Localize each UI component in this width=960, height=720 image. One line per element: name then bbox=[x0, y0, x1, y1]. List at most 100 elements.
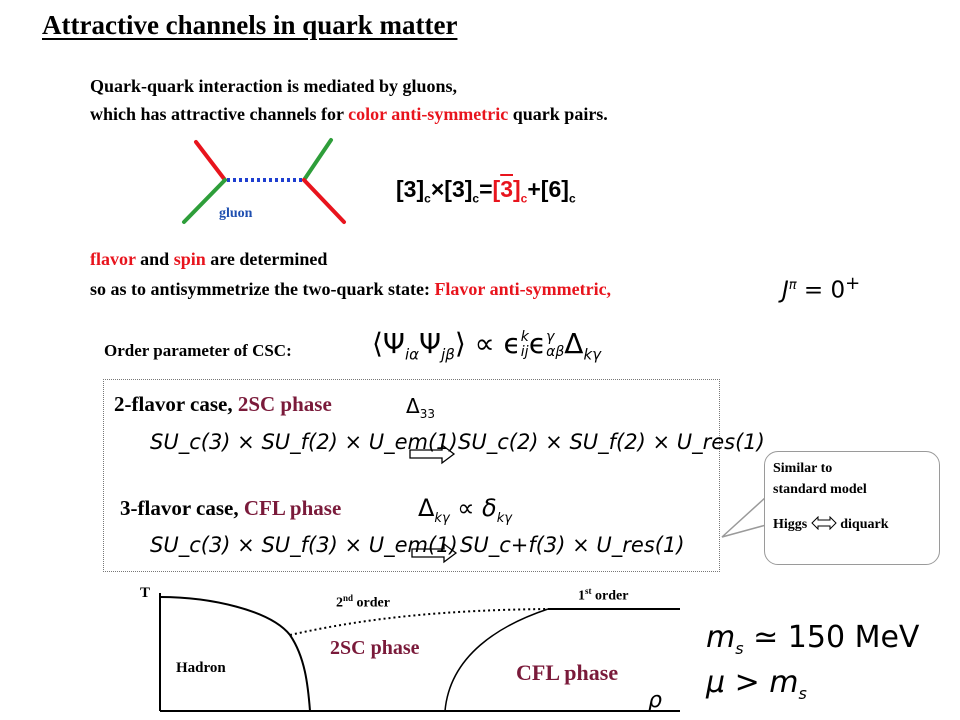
two-flavor-phase: 2SC phase bbox=[237, 392, 332, 416]
intro-line-2-highlight: color anti-symmetric bbox=[348, 104, 509, 124]
flavor-word: flavor bbox=[90, 249, 136, 269]
times-sign: × bbox=[430, 176, 445, 202]
two-flavor-delta-index: 33 bbox=[419, 407, 435, 421]
bracket-open-4: [ bbox=[540, 176, 549, 202]
rep-2: 3 bbox=[451, 176, 465, 202]
rep-3-antisym: 3 bbox=[500, 176, 513, 202]
quark-line-right-top bbox=[302, 138, 333, 182]
op-psi-2: Ψ bbox=[419, 327, 442, 360]
op-eps-2-sub: αβ bbox=[546, 344, 565, 360]
spin-word: spin bbox=[173, 249, 206, 269]
page-title: Attractive channels in quark matter bbox=[42, 10, 458, 40]
and-word: and bbox=[135, 249, 174, 269]
note-line-2: standard model bbox=[773, 482, 867, 497]
two-flavor-symmetry-before: SU_c(3) × SU_f(2) × U_em(1) bbox=[150, 430, 458, 454]
intro-line-2-post: quark pairs. bbox=[508, 104, 608, 124]
op-psi-1-index: iα bbox=[404, 345, 420, 364]
rep-1: 3 bbox=[403, 176, 417, 202]
op-eps-2: ϵ bbox=[528, 327, 547, 360]
spin-parity-pi: π bbox=[788, 278, 797, 293]
second-order-line bbox=[289, 608, 549, 636]
bracket-open-2: [ bbox=[444, 176, 452, 202]
rep-1-sub: c bbox=[424, 191, 431, 206]
order-parameter-label: Order parameter of CSC: bbox=[104, 341, 292, 360]
intro-line-2: which has attractive channels for color … bbox=[90, 104, 608, 125]
op-delta: Δ bbox=[564, 327, 584, 360]
first-order-num: 1 bbox=[578, 588, 585, 604]
two-sc-region-label: 2SC phase bbox=[330, 637, 420, 659]
three-flavor-symmetry-after: SU_c+f(3) × U_res(1) bbox=[460, 533, 685, 557]
op-psi-2-index: jβ bbox=[441, 345, 455, 364]
plus-sign: + bbox=[527, 176, 541, 202]
bracket-close-2: ] bbox=[464, 176, 473, 202]
hadron-boundary bbox=[159, 596, 311, 712]
three-flavor-delta-index: kγ bbox=[434, 510, 450, 526]
rep-3-sub: c bbox=[520, 191, 528, 206]
rho-axis-label: ρ bbox=[648, 688, 662, 713]
rep-4-sub: c bbox=[568, 191, 576, 206]
op-eps-1-sub: ij bbox=[520, 344, 529, 360]
antisym-text: so as to antisymmetrize the two-quark st… bbox=[90, 279, 435, 299]
spin-parity-plus: + bbox=[845, 273, 861, 294]
quark-line-left-top bbox=[194, 140, 227, 182]
note-spacer bbox=[773, 500, 939, 514]
strange-mass-condition: ms ≃ 150 MeV bbox=[706, 620, 919, 658]
rep-4: 6 bbox=[548, 176, 562, 202]
bracket-close-4: ] bbox=[561, 176, 569, 202]
second-order-text: order bbox=[353, 595, 390, 611]
two-flavor-prefix: 2-flavor case, bbox=[114, 392, 238, 416]
t-axis-label: T bbox=[140, 585, 151, 601]
ms-subscript: s bbox=[735, 639, 744, 658]
first-order-line bbox=[444, 608, 549, 712]
three-flavor-gap: Δkγ ∝ δkγ bbox=[418, 494, 512, 526]
spin-parity-j: J bbox=[782, 277, 789, 304]
analogy-note: Similar to standard model Higgs diquark bbox=[764, 451, 940, 565]
spin-parity-value: = 0 bbox=[796, 277, 846, 304]
first-order-text: order bbox=[591, 588, 629, 604]
op-psi-1: ⟨Ψ bbox=[372, 327, 405, 360]
bracket-open-3: [ bbox=[492, 176, 501, 202]
op-delta-index: kγ bbox=[583, 345, 602, 364]
two-flavor-heading: 2-flavor case, 2SC phase bbox=[114, 392, 332, 417]
three-flavor-heading: 3-flavor case, CFL phase bbox=[120, 496, 341, 521]
mu-subscript: s bbox=[798, 684, 807, 703]
spin-parity: Jπ = 0+ bbox=[782, 273, 860, 304]
ms-symbol: m bbox=[706, 620, 736, 655]
three-flavor-phase: CFL phase bbox=[243, 496, 342, 520]
equals-sign: = bbox=[479, 176, 493, 202]
note-line-3: Higgs diquark bbox=[773, 514, 939, 535]
callout-tail bbox=[721, 496, 767, 538]
op-eps-1-sup: k bbox=[520, 329, 529, 345]
note-higgs: Higgs bbox=[773, 517, 808, 532]
first-order-label: 1st order bbox=[578, 586, 628, 605]
intro-line-2-pre: which has attractive channels for bbox=[90, 104, 349, 124]
flavor-antisym-text: Flavor anti-symmetric, bbox=[434, 279, 612, 299]
cfl-region-label: CFL phase bbox=[516, 660, 619, 685]
first-order-sup: st bbox=[585, 586, 592, 596]
three-flavor-prefix: 3-flavor case, bbox=[120, 496, 244, 520]
second-order-sup: nd bbox=[343, 593, 354, 603]
three-flavor-propto: ∝ δ bbox=[449, 494, 497, 522]
bracket-close-3: ] bbox=[513, 176, 521, 202]
three-flavor-delta-kron-index: kγ bbox=[496, 510, 512, 526]
qcd-phase-diagram bbox=[159, 593, 680, 712]
mu-relation: μ > m bbox=[706, 665, 799, 700]
quark-line-left-bottom bbox=[182, 178, 227, 224]
op-eps-2-sup: γ bbox=[546, 329, 555, 345]
bracket-close-1: ] bbox=[416, 176, 425, 202]
symmetry-breaking-box bbox=[103, 379, 720, 572]
three-flavor-symmetry-before: SU_c(3) × SU_f(3) × U_em(1) bbox=[150, 533, 458, 557]
bracket-open-1: [ bbox=[396, 176, 404, 202]
ms-value: ≃ 150 MeV bbox=[743, 620, 920, 655]
note-diquark: diquark bbox=[840, 517, 889, 532]
gluon-label: gluon bbox=[219, 206, 253, 221]
op-propto-eps: ⟩ ∝ ϵ bbox=[454, 327, 521, 360]
hadron-label: Hadron bbox=[176, 660, 226, 676]
three-flavor-delta: Δ bbox=[418, 494, 435, 522]
two-flavor-gap: Δ33 bbox=[406, 394, 435, 421]
intro-line-1: Quark-quark interaction is mediated by g… bbox=[90, 76, 458, 96]
two-flavor-symmetry-after: SU_c(2) × SU_f(2) × U_res(1) bbox=[458, 430, 765, 454]
note-line-1: Similar to bbox=[773, 461, 833, 476]
